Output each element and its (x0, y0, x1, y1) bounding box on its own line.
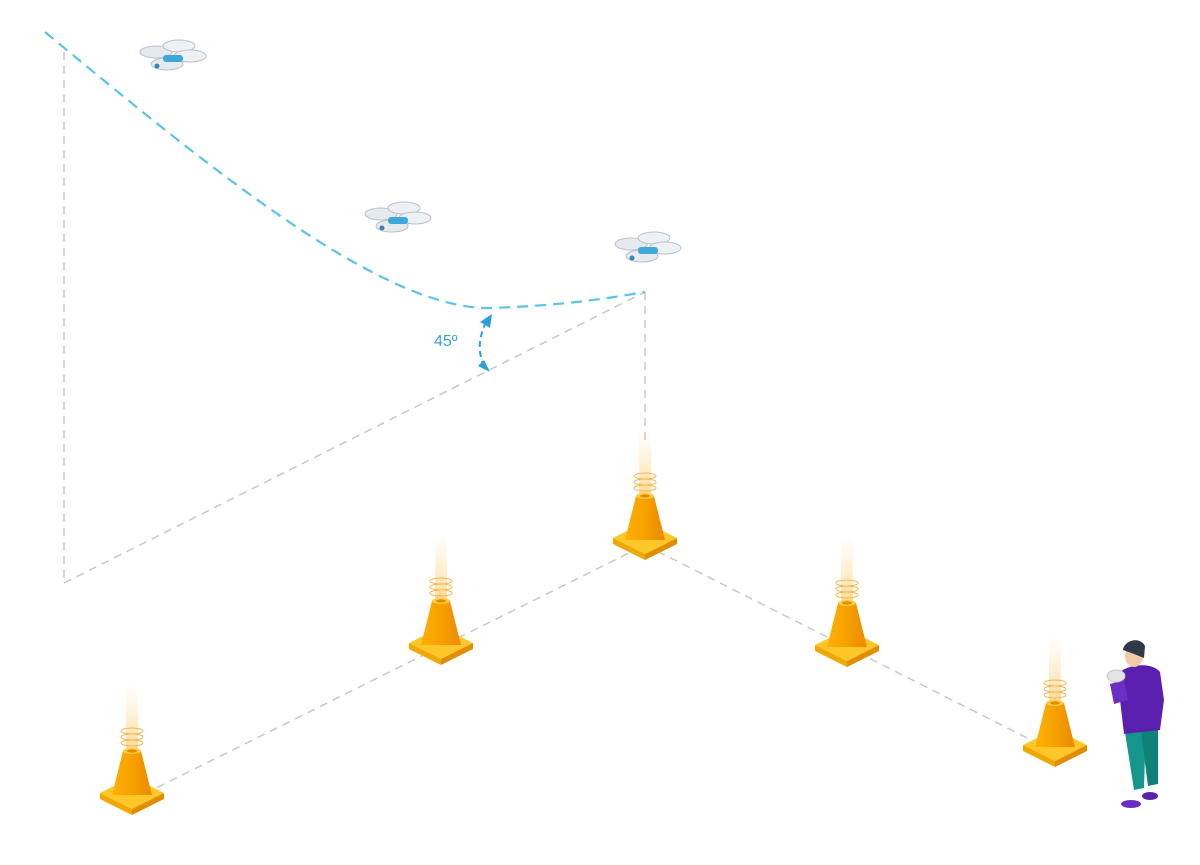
pilot-person-icon (1106, 640, 1164, 808)
traffic-cone-icon (1022, 634, 1088, 768)
drone-icon (364, 201, 432, 233)
traffic-cone-icon (99, 682, 165, 816)
guide-lines (63, 52, 1056, 801)
angle-label: 45º (434, 333, 458, 350)
traffic-cone-icon (612, 427, 678, 561)
drone-icon (139, 39, 207, 71)
traffic-cone-icon (814, 534, 880, 668)
drone-icon (614, 231, 682, 263)
traffic-cone-icon (408, 532, 474, 666)
angle-marker-icon (478, 314, 492, 372)
flight-path (44, 31, 646, 310)
